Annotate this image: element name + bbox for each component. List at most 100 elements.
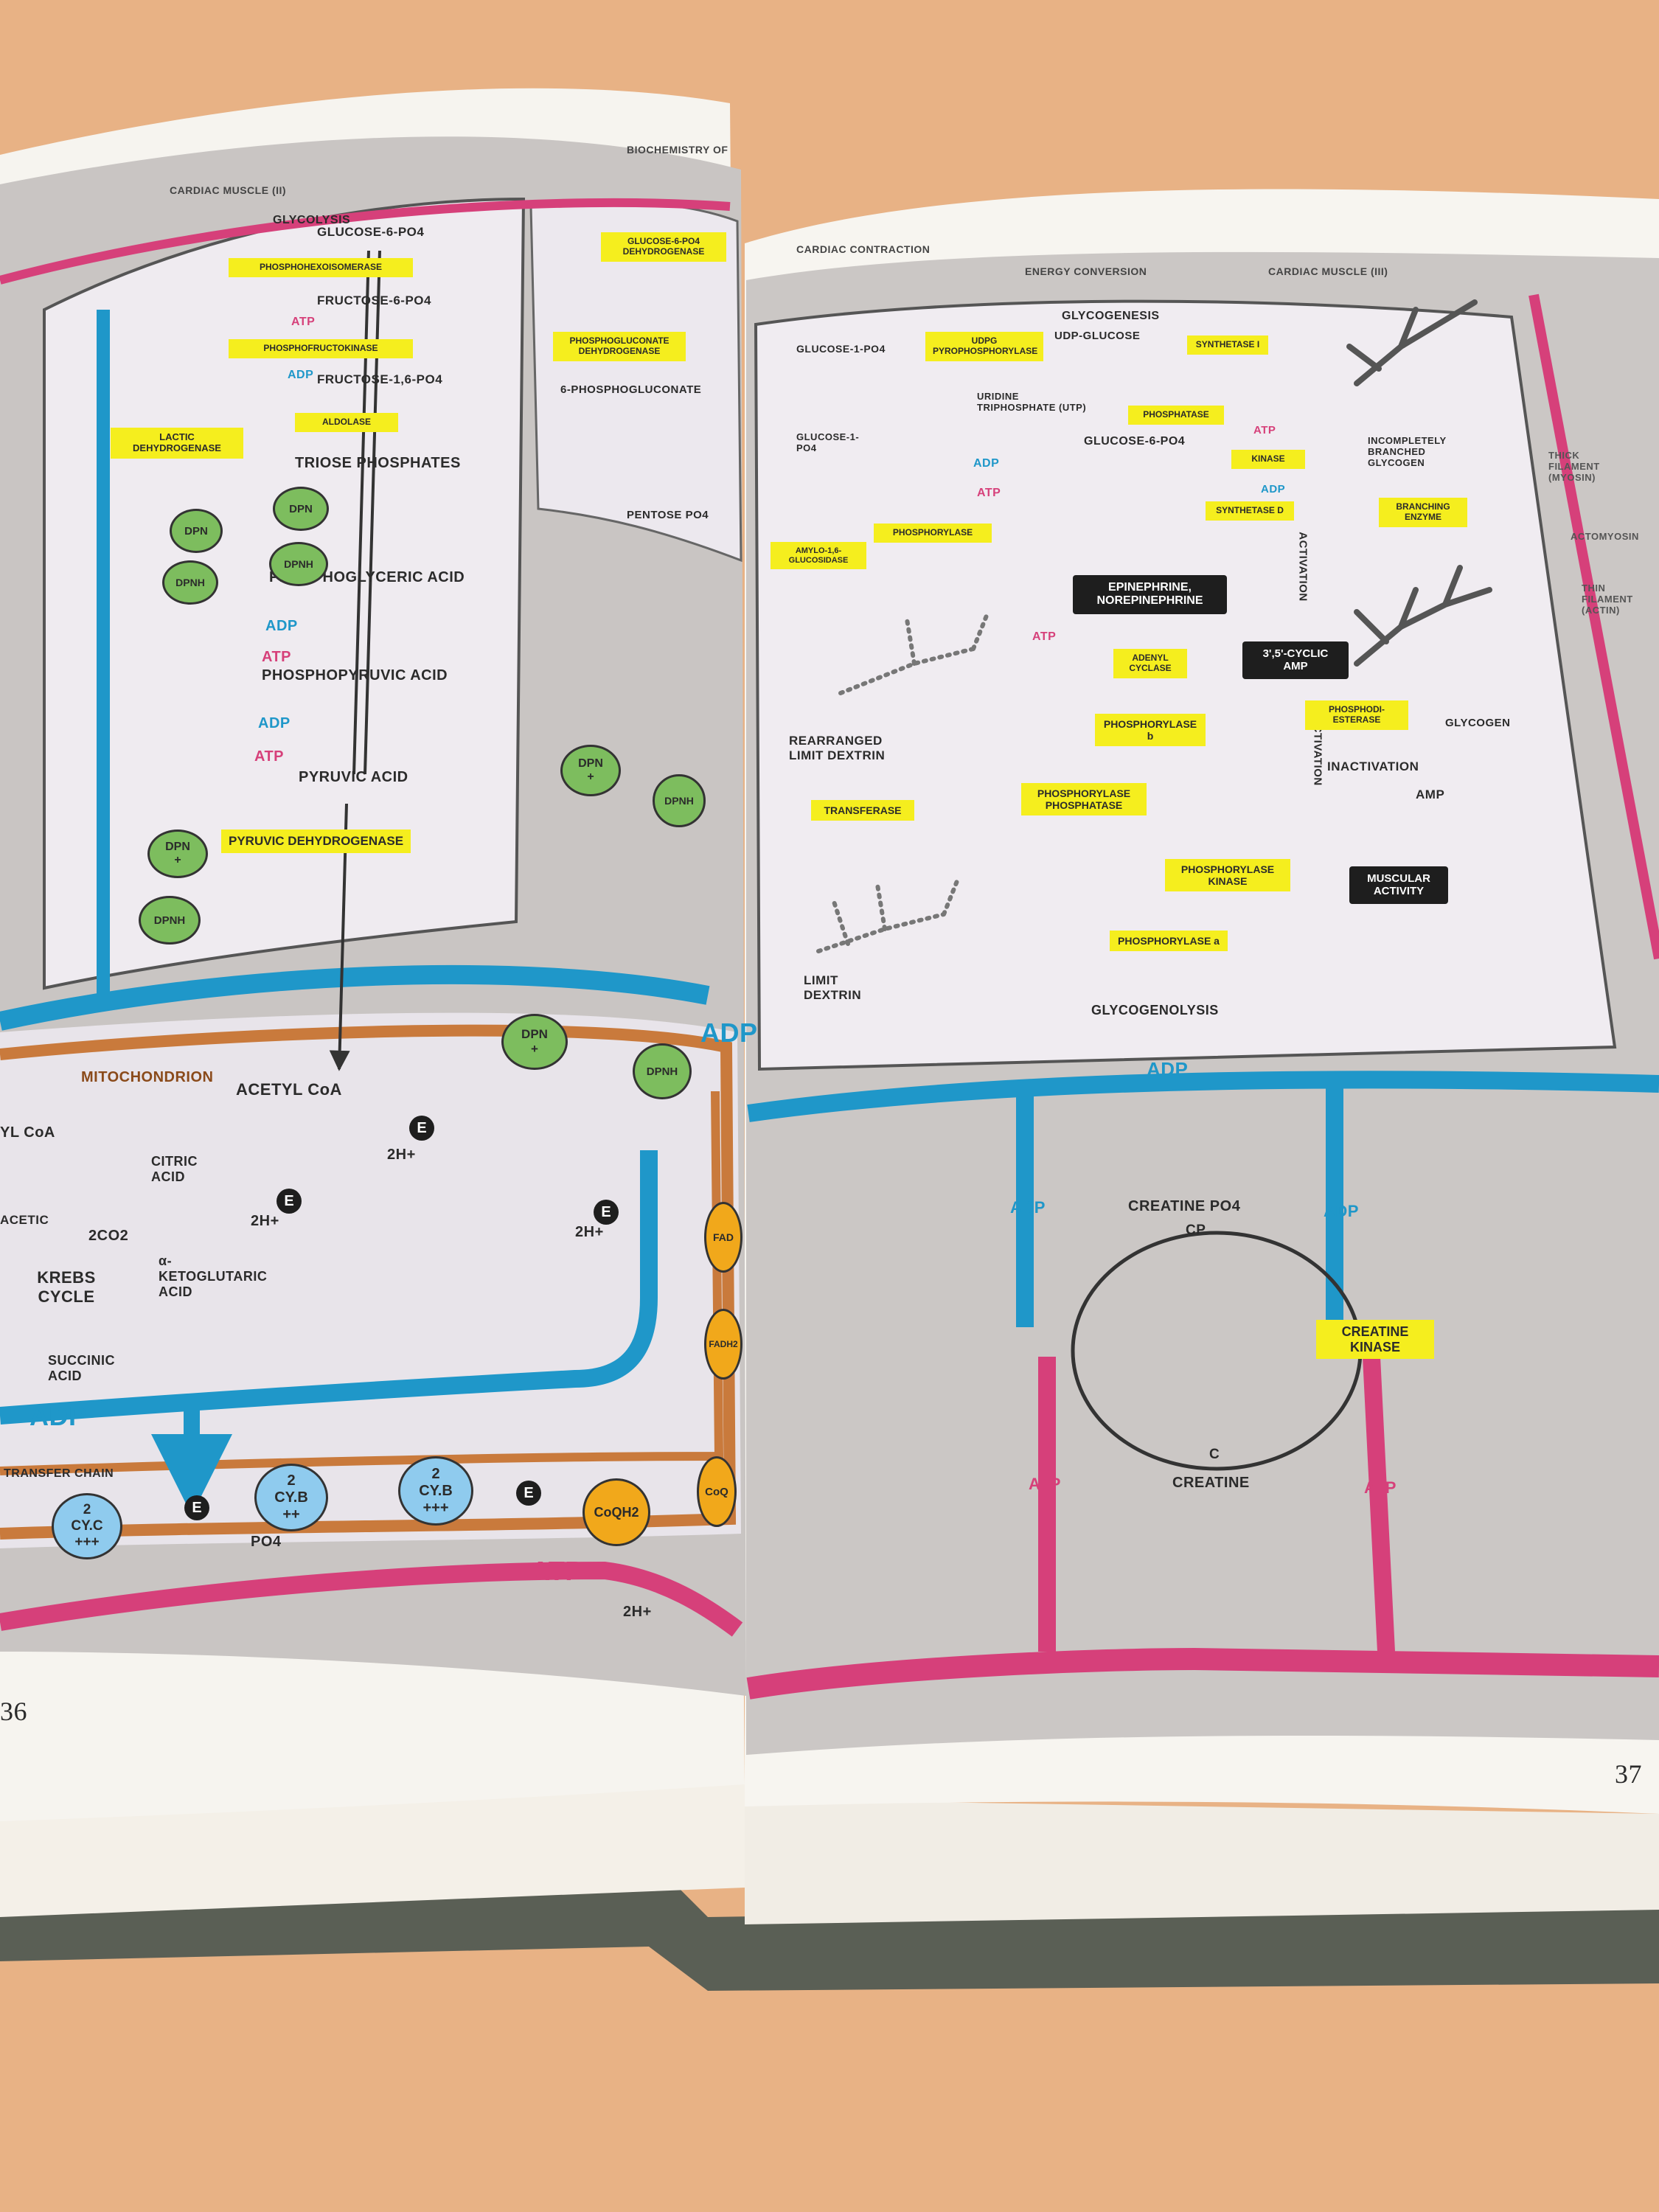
udp-glucose: UDP-GLUCOSE (1054, 330, 1141, 342)
glucose-1-po4-left: GLUCOSE-1-PO4 (796, 431, 860, 453)
acetic: ACETIC (0, 1213, 49, 1227)
phosphogluconate: 6-PHOSPHOGLUCONATE (560, 383, 702, 396)
right-header-right: CARDIAC MUSCLE (III) (1268, 265, 1388, 277)
atp-utp: ATP (977, 487, 1001, 499)
atp-pipe-right (1363, 1356, 1395, 1652)
g6pd-label: GLUCOSE-6-PO4 DEHYDROGENASE (601, 232, 726, 262)
glucose-6-po4-right: GLUCOSE-6-PO4 (1084, 435, 1186, 448)
synthetase-i: SYNTHETASE I (1187, 335, 1268, 355)
fructose-6-po4: FRUCTOSE-6-PO4 (317, 293, 431, 307)
dpn-node-mito: DPN+ (501, 1014, 568, 1070)
book-cover (0, 1873, 1659, 1991)
glucose-1-po4: GLUCOSE-1-PO4 (796, 343, 886, 355)
dpnh-node-1: DPNH (162, 560, 218, 605)
dpnh-node-2: DPNH (269, 542, 328, 586)
electron-5: E (516, 1481, 541, 1506)
phosphorylase-top: PHOSPHORYLASE (874, 524, 992, 543)
muscular-activity-box: MUSCULAR ACTIVITY (1349, 866, 1448, 904)
adp-utp: ADP (973, 457, 1000, 470)
phosphorylase-phosphatase: PHOSPHORYLASE PHOSPHATASE (1021, 783, 1147, 816)
dpn-node-1: DPN (170, 509, 223, 553)
glycogenesis: GLYCOGENESIS (1062, 310, 1160, 322)
dpn-node-2: DPN (273, 487, 329, 531)
kinase: KINASE (1231, 450, 1305, 469)
adp-label-cycle-right: ADP (1324, 1202, 1359, 1220)
adp-label-mito: ADP (29, 1401, 87, 1431)
alpha-ketoglutaric: α-KETOGLUTARIC ACID (159, 1253, 268, 1299)
phosphorylase-a: PHOSPHORYLASE a (1110, 931, 1228, 952)
adp-label-right: ADP (1147, 1058, 1189, 1080)
atp-flow-left (0, 1561, 743, 1637)
fructose-16-po4: FRUCTOSE-1,6-PO4 (317, 372, 443, 386)
phosphohexoisomerase-label: PHOSPHOHEXOISOMERASE (229, 258, 413, 277)
atp-small-3: ATP (254, 748, 285, 765)
phosphorylase-b: PHOSPHORYLASE b (1095, 714, 1206, 747)
atp-small-1: ATP (291, 316, 316, 328)
actomyosin: ACTOMYOSIN (1571, 531, 1639, 542)
phosphorylase-kinase: PHOSPHORYLASE KINASE (1165, 859, 1290, 892)
amp-label: AMP (1416, 787, 1445, 801)
citric-acid: CITRIC ACID (151, 1154, 198, 1184)
thick-filament: THICK FILAMENT (MYOSIN) (1548, 450, 1600, 483)
glycolysis-axis (352, 250, 370, 775)
atp-flow-right (746, 1647, 1659, 1700)
atp-flow-top (0, 198, 731, 285)
left-page-number: 36 (0, 1697, 27, 1726)
electron-2: E (276, 1189, 302, 1214)
adp-small-2: ADP (265, 618, 298, 634)
co2: 2CO2 (88, 1228, 129, 1244)
coqh2-node: CoQH2 (582, 1478, 650, 1546)
amylo-glucosidase: AMYLO-1,6-GLUCOSIDASE (771, 542, 866, 570)
dpnh-node-mito: DPNH (633, 1043, 692, 1099)
udpg-pyrophosphorylase: UDPG PYROPHOSPHORYLASE (925, 332, 1043, 361)
electron-1: E (409, 1116, 434, 1141)
dpnh-node-4: DPNH (653, 774, 706, 827)
two-h-3: 2H+ (575, 1224, 604, 1240)
glycolysis-panel (43, 197, 526, 990)
fad-node: FAD (704, 1202, 742, 1273)
cp-label: CP (1186, 1222, 1206, 1238)
atp-label-bottom: ATP (1206, 1644, 1253, 1671)
thin-filament: THIN FILAMENT (ACTIN) (1582, 582, 1633, 616)
po4-label: PO4 (251, 1534, 282, 1550)
branching-enzyme: BRANCHING ENZYME (1379, 498, 1467, 527)
adp-flow-mito (0, 1150, 658, 1425)
glycogen-branch-top (1346, 299, 1478, 386)
pyruvic-dehydrogenase-label: PYRUVIC DEHYDROGENASE (221, 830, 411, 853)
transfer-chain: TRANSFER CHAIN (4, 1467, 114, 1480)
atp-flow-edge (1528, 293, 1659, 960)
creatine-kinase: CREATINE KINASE (1316, 1320, 1434, 1360)
limit-dextrin: LIMIT DEXTRIN (804, 973, 862, 1002)
glycogenolysis: GLYCOGENOLYSIS (1091, 1003, 1219, 1018)
adp-label-cycle-left: ADP (1010, 1198, 1046, 1217)
synthetase-d: SYNTHETASE D (1206, 501, 1294, 521)
creatine-po4: CREATINE PO4 (1128, 1198, 1241, 1214)
atp-label-cycle-right: ATP (1364, 1478, 1397, 1497)
phosphopyruvic-acid: PHOSPHOPYRUVIC ACID (262, 667, 448, 684)
electron-4: E (184, 1495, 209, 1520)
mito-outer-membrane (0, 1024, 737, 1540)
two-h-1: 2H+ (387, 1147, 416, 1163)
atp-kinase: ATP (1253, 424, 1276, 437)
acetyl-coa: ACETYL CoA (236, 1080, 342, 1099)
phosphatase: PHOSPHATASE (1128, 406, 1224, 425)
glycogen-branch-mid (1354, 565, 1492, 667)
coq-node: CoQ (697, 1456, 737, 1527)
atp-small-2: ATP (262, 649, 292, 665)
right-header-left: CARDIAC CONTRACTION (796, 243, 931, 255)
creatine-label: CREATINE (1172, 1475, 1250, 1491)
adp-kinase: ADP (1261, 483, 1286, 495)
phosphodiesterase: PHOSPHODI-ESTERASE (1305, 700, 1408, 730)
limit-dextrin-branch (816, 875, 961, 953)
dpn-node-4: DPN+ (560, 745, 621, 796)
glycolysis-axis-2 (364, 250, 381, 775)
epinephrine-box: EPINEPHRINE, NOREPINEPHRINE (1073, 575, 1227, 614)
aldolase-label: ALDOLASE (295, 413, 398, 432)
two-h-2: 2H+ (251, 1213, 279, 1229)
pyruvic-acid: PYRUVIC ACID (299, 769, 408, 785)
acetyl-coa-left: YL CoA (0, 1124, 55, 1141)
